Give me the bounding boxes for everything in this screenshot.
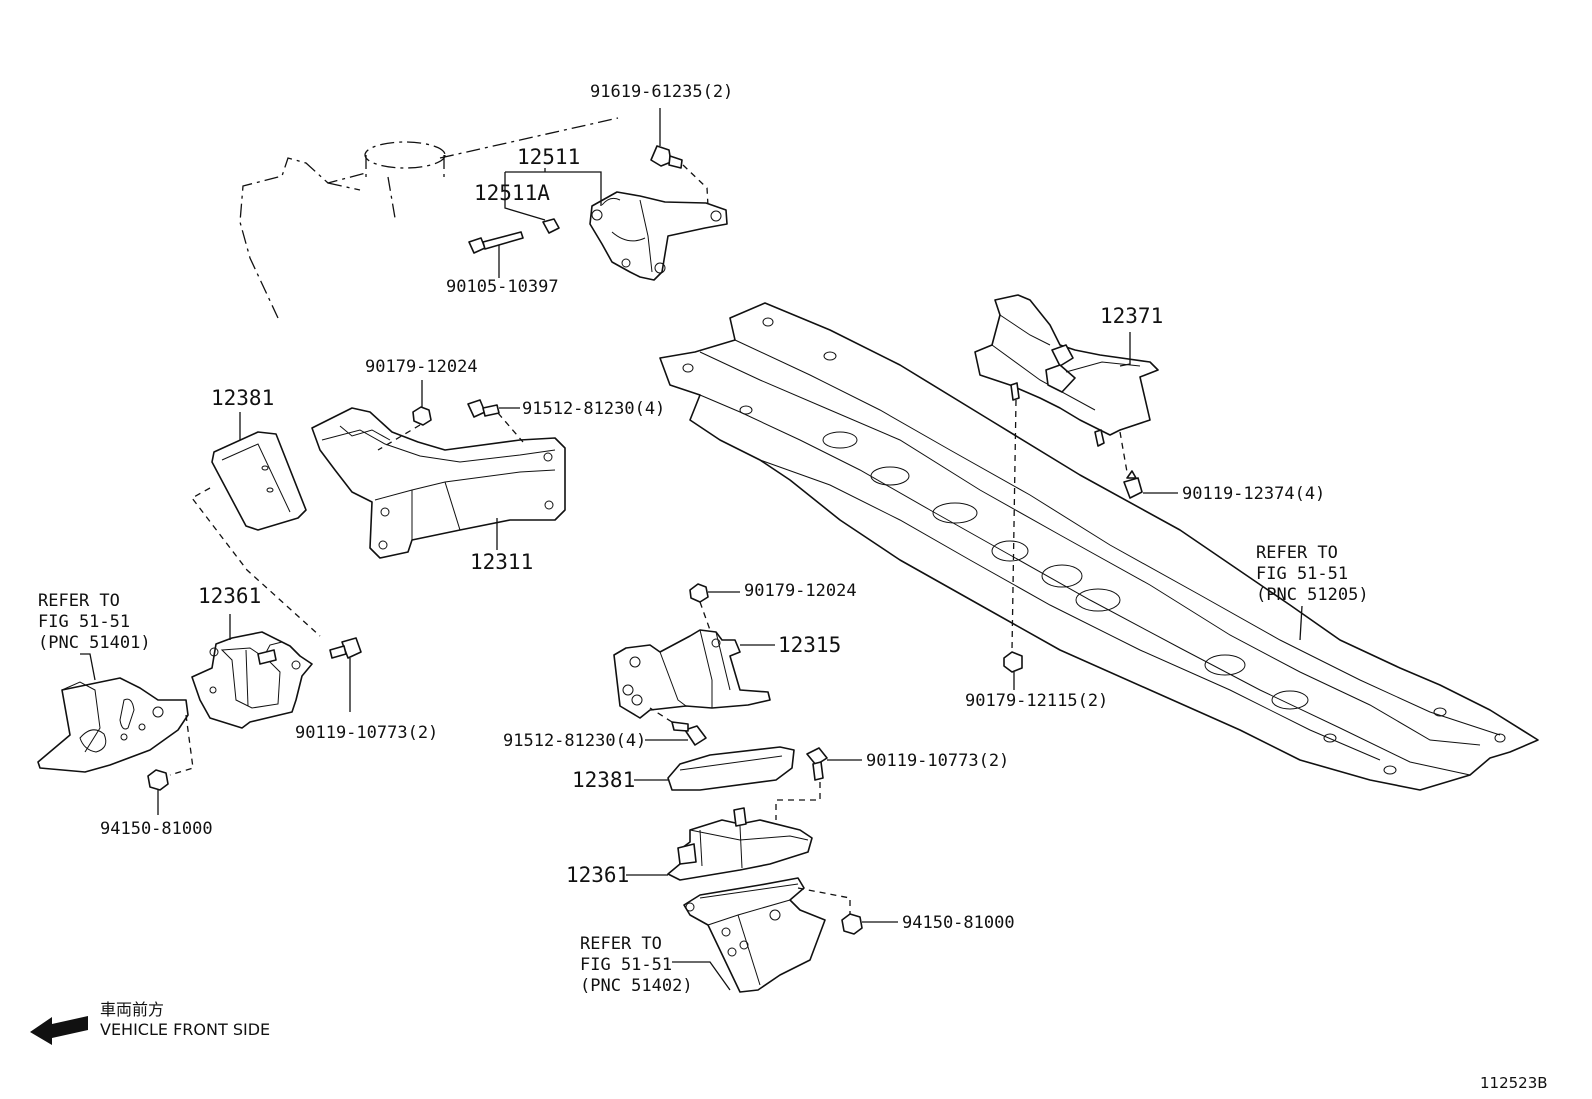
nut-94150-bottom-icon [841, 913, 898, 935]
bolt-91619-icon [650, 108, 709, 207]
ref-note-right: REFER TO FIG 51-51 (PNC 51205) [1256, 543, 1369, 605]
mount-12361-bottom-icon [626, 807, 813, 881]
ref-note-bottom: REFER TO FIG 51-51 (PNC 51402) [580, 934, 693, 996]
label-94150-81000-bottom: 94150-81000 [902, 913, 1015, 933]
label-12315: 12315 [778, 633, 841, 657]
label-90119-10773-bottom: 90119-10773(2) [866, 751, 1009, 771]
label-90119-10773-left: 90119-10773(2) [295, 723, 438, 743]
pad-12381-left-icon [191, 412, 321, 637]
ref-bottom-line1: REFER TO [580, 934, 662, 954]
bracket-12311-icon [311, 407, 566, 559]
bolt-91512-top-icon [467, 399, 524, 443]
label-90179-12024-top: 90179-12024 [365, 357, 478, 377]
label-12361-left: 12361 [198, 584, 261, 608]
arrow-left-icon [30, 1016, 88, 1045]
engine-outline [239, 117, 619, 319]
ref-right-line3: (PNC 51205) [1256, 585, 1369, 605]
ref-note-left: REFER TO FIG 51-51 (PNC 51401) [38, 591, 151, 653]
label-90179-12024-bottom: 90179-12024 [744, 581, 857, 601]
ref-left-line1: REFER TO [38, 591, 120, 611]
crossmember-51205-icon [659, 302, 1539, 791]
bolt-91512-bottom-icon [645, 707, 707, 746]
bolt-90119-10773-left-icon [329, 637, 362, 712]
label-12311: 12311 [470, 550, 533, 574]
pad-12381-bottom-icon [634, 746, 795, 791]
bushing-12511a-icon [542, 218, 560, 234]
ref-bottom-line2: FIG 51-51 [580, 955, 672, 975]
label-12371: 12371 [1100, 304, 1163, 328]
ref-right-line1: REFER TO [1256, 543, 1338, 563]
label-91619-61235: 91619-61235(2) [590, 82, 733, 102]
label-12381-bottom: 12381 [572, 768, 635, 792]
nut-90179-12024-top-icon [377, 380, 432, 451]
label-12381-left: 12381 [211, 386, 274, 410]
ref-bottom-line3: (PNC 51402) [580, 976, 693, 996]
bolt-90105-icon [468, 231, 524, 278]
bolt-90119-12374-icon [1123, 470, 1178, 499]
direction-en: VEHICLE FRONT SIDE [100, 1020, 270, 1039]
bracket-51401-icon [37, 653, 194, 776]
bracket-12511-icon [504, 168, 728, 281]
label-12361-bottom: 12361 [566, 863, 629, 887]
label-91512-81230-bottom: 91512-81230(4) [503, 731, 646, 751]
ref-left-line3: (PNC 51401) [38, 633, 151, 653]
rear-mount-12371-icon [974, 294, 1159, 473]
mount-12361-left-icon [191, 614, 313, 729]
direction-indicator: 車両前方 VEHICLE FRONT SIDE [30, 1000, 270, 1045]
nut-90179-12024-bottom-icon [689, 583, 740, 631]
bracket-12315-icon [613, 629, 775, 719]
bracket-51402-icon [672, 877, 851, 993]
bolt-90119-10773-bottom-icon [775, 747, 862, 820]
ref-left-line2: FIG 51-51 [38, 612, 130, 632]
label-90105-10397: 90105-10397 [446, 277, 559, 297]
direction-jp: 車両前方 [100, 1000, 164, 1019]
nut-90179-12115-icon [1003, 651, 1023, 690]
figure-id: 112523B [1480, 1074, 1548, 1092]
label-90119-12374: 90119-12374(4) [1182, 484, 1325, 504]
nut-94150-left-icon [147, 769, 169, 815]
label-12511a: 12511A [474, 181, 550, 205]
label-12511: 12511 [517, 145, 580, 169]
label-91512-81230-top: 91512-81230(4) [522, 399, 665, 419]
label-94150-81000-left: 94150-81000 [100, 819, 213, 839]
ref-right-line2: FIG 51-51 [1256, 564, 1348, 584]
label-90179-12115: 90179-12115(2) [965, 691, 1108, 711]
